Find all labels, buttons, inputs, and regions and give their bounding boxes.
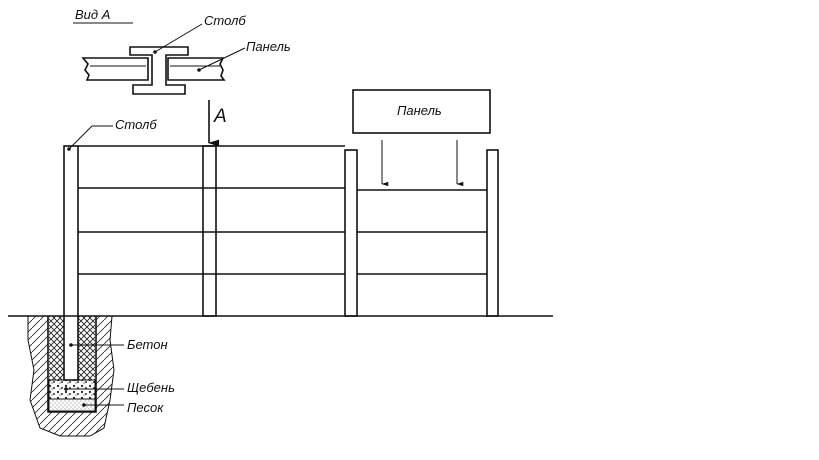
ground bbox=[8, 315, 553, 437]
detail-panel-left bbox=[81, 57, 149, 81]
soil-hatch bbox=[27, 315, 115, 437]
post-1 bbox=[63, 145, 79, 381]
label-panel-box: Панель bbox=[397, 103, 442, 118]
panel-leader-line bbox=[198, 47, 246, 71]
post-3 bbox=[344, 149, 358, 317]
concrete-fill-left bbox=[49, 316, 64, 380]
label-panel-top: Панель bbox=[246, 39, 291, 54]
label-gravel: Щебень bbox=[127, 380, 175, 395]
view-a-arrow-letter: А bbox=[213, 106, 227, 127]
panel-box bbox=[352, 89, 491, 134]
view-a-arrow: А bbox=[207, 100, 227, 147]
foundation-pit bbox=[47, 316, 97, 413]
concrete-fill-right bbox=[78, 316, 95, 380]
detail-panel-right bbox=[167, 57, 226, 81]
label-sand: Песок bbox=[127, 400, 164, 415]
view-a-title: Вид А bbox=[75, 7, 110, 22]
main-labels: Столб Бетон Щебень Песок bbox=[64, 117, 175, 415]
post-4 bbox=[486, 149, 499, 317]
detail-post-section bbox=[129, 46, 189, 95]
label-concrete: Бетон bbox=[127, 337, 168, 352]
label-post-top: Столб bbox=[204, 13, 246, 28]
post-2 bbox=[202, 145, 217, 317]
view-a-detail: Вид А Столб Панель bbox=[73, 7, 291, 95]
post-main-leader-diag bbox=[68, 125, 93, 150]
panel-rows bbox=[78, 145, 487, 275]
label-post-main: Столб bbox=[115, 117, 157, 132]
post-leader-line bbox=[154, 23, 203, 53]
lowering-panel: Панель bbox=[352, 89, 491, 187]
